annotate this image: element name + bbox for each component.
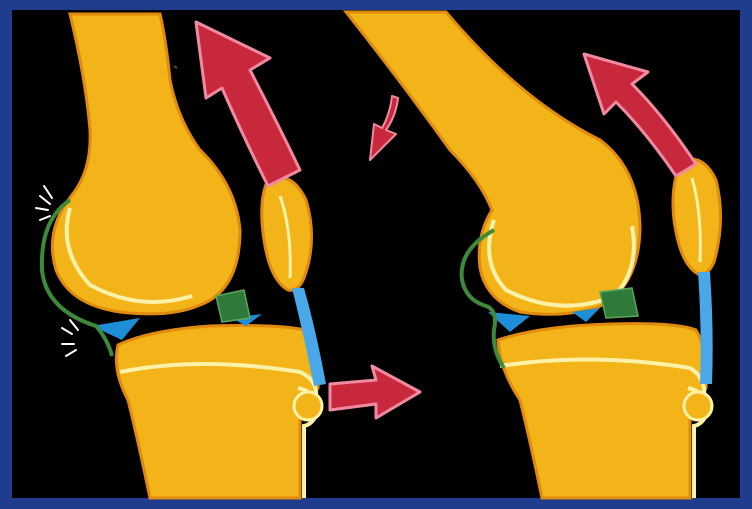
right-ligament [600, 288, 638, 318]
left-tibia [116, 326, 318, 499]
left-ligament [216, 290, 250, 322]
